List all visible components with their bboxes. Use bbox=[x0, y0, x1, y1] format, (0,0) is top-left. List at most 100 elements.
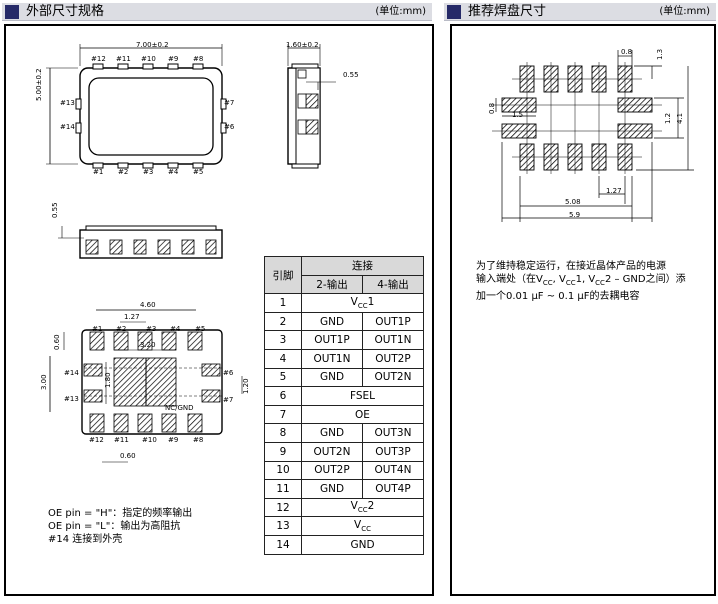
dim-gap: 0.55 bbox=[343, 71, 359, 79]
dim-inner: 3.20 bbox=[140, 341, 156, 349]
land-dim-0-8-v: 0.8 bbox=[488, 102, 496, 114]
two-output-cell: OUT2N bbox=[301, 441, 363, 462]
land-pattern-panel bbox=[450, 24, 716, 596]
top-view-package bbox=[46, 44, 227, 169]
pin-label: #10 bbox=[141, 55, 156, 63]
pin-label: #3 bbox=[143, 168, 154, 176]
front-view-package bbox=[58, 225, 223, 259]
connection-text: GND bbox=[350, 538, 375, 551]
left-section-header: 外部尺寸规格 (单位:mm) bbox=[2, 3, 432, 21]
pin-number-cell: 1 bbox=[264, 293, 302, 313]
pin-label: #6 bbox=[224, 123, 235, 131]
pin-label: #13 bbox=[64, 395, 79, 403]
connection-text: V bbox=[350, 500, 358, 513]
land-dim-1-2: 1.2 bbox=[664, 112, 672, 124]
cap-note-line2: 输入端处（在VCC, VCC1, VCC2 – GND之间）添 bbox=[476, 273, 686, 290]
pin-label: #11 bbox=[114, 436, 129, 444]
pin-label: #8 bbox=[193, 436, 204, 444]
four-output-cell: OUT4P bbox=[362, 479, 424, 499]
land-dim-0-8: 0.8 bbox=[621, 48, 633, 56]
pin-label: #1 bbox=[92, 325, 103, 333]
cap-note-seg: 2 – GND之间）添 bbox=[604, 274, 686, 285]
pin-number-cell: 7 bbox=[264, 404, 302, 425]
connection-cell: OE bbox=[301, 404, 424, 425]
cap-note-line1: 为了维持稳定运行，在接近晶体产品的电源 bbox=[476, 261, 666, 272]
dim-pad-h: 0.55 bbox=[51, 202, 59, 218]
note-oe-high: OE pin = "H"：指定的频率输出 bbox=[48, 508, 193, 519]
land-dim-1-5: 1.5 bbox=[512, 111, 524, 119]
pin-label: #5 bbox=[195, 325, 206, 333]
oe-notes: OE pin = "H"：指定的频率输出 OE pin = "L"：输出为高阻抗… bbox=[48, 507, 192, 546]
pin-label: #1 bbox=[93, 168, 104, 176]
pin-label: #9 bbox=[168, 55, 179, 63]
four-output-cell: OUT4N bbox=[362, 460, 424, 481]
left-header-title: 外部尺寸规格 bbox=[26, 4, 105, 19]
connection-text: FSEL bbox=[349, 389, 375, 402]
outline-drawings bbox=[46, 44, 336, 463]
pin-number-cell: 4 bbox=[264, 348, 302, 369]
dim-height: 5.00±0.2 bbox=[35, 68, 43, 101]
cap-note-seg: , V bbox=[552, 274, 566, 285]
dim-right-gap: 1.20 bbox=[242, 378, 250, 394]
two-output-cell: OUT2P bbox=[301, 460, 363, 481]
pin-label: #11 bbox=[116, 55, 131, 63]
cap-note-sub: CC bbox=[542, 279, 553, 287]
connection-cell: GND bbox=[301, 534, 424, 555]
connection-suffix: 1 bbox=[367, 295, 375, 308]
note-oe-low: OE pin = "L"：输出为高阻抗 bbox=[48, 521, 181, 532]
dim-pitch-total: 4.60 bbox=[140, 301, 156, 309]
four-output-cell: OUT3N bbox=[362, 423, 424, 443]
connection-text: V bbox=[354, 519, 362, 532]
dim-thickness: 1.60±0.2 bbox=[286, 41, 319, 49]
header-square-icon bbox=[5, 5, 19, 19]
pin-number-cell: 10 bbox=[264, 460, 302, 481]
cap-note-sub: CC bbox=[595, 279, 605, 287]
connection-suffix: 2 bbox=[367, 500, 375, 513]
land-dim-5-08: 5.08 bbox=[565, 198, 581, 206]
dim-center-h: 1.80 bbox=[104, 372, 112, 388]
dim-top-pad: 0.60 bbox=[53, 334, 61, 350]
note-pin14: #14 连接到外壳 bbox=[48, 534, 123, 545]
table-header-4out: 4-输出 bbox=[362, 274, 424, 295]
pin-number-cell: 3 bbox=[264, 330, 302, 350]
four-output-cell: OUT3P bbox=[362, 441, 424, 462]
dim-pitch: 1.27 bbox=[124, 313, 140, 321]
pin-number-cell: 14 bbox=[264, 534, 302, 555]
land-dim-1-3: 1.3 bbox=[656, 48, 664, 60]
pin-number-cell: 8 bbox=[264, 423, 302, 443]
pin-label: #10 bbox=[142, 436, 157, 444]
right-header-title: 推荐焊盘尺寸 bbox=[468, 4, 547, 19]
two-output-cell: OUT1N bbox=[301, 348, 363, 369]
pin-number-cell: 12 bbox=[264, 497, 302, 518]
four-output-cell: OUT2N bbox=[362, 367, 424, 388]
pin-label: #13 bbox=[60, 99, 75, 107]
pin-label: #4 bbox=[168, 168, 179, 176]
pin-label: #7 bbox=[223, 396, 234, 404]
two-output-cell: OUT1P bbox=[301, 330, 363, 350]
side-view-package bbox=[287, 44, 336, 169]
pin-label: #8 bbox=[193, 55, 204, 63]
cap-note-sub: CC bbox=[565, 279, 576, 287]
connection-subscript: CC bbox=[361, 525, 371, 534]
table-row: 14 GND bbox=[264, 534, 424, 555]
connection-cell: VCC2 bbox=[301, 497, 424, 518]
pin-label: #2 bbox=[118, 168, 129, 176]
two-output-cell: GND bbox=[301, 367, 363, 388]
pin-label: #12 bbox=[91, 55, 106, 63]
pin-label: #12 bbox=[89, 436, 104, 444]
land-dim-1-27: 1.27 bbox=[606, 187, 622, 195]
two-output-cell: GND bbox=[301, 311, 363, 332]
connection-cell: VCC1 bbox=[301, 293, 424, 313]
cap-note-seg: 输入端处（在V bbox=[476, 274, 543, 285]
pin-label: #9 bbox=[168, 436, 179, 444]
two-output-cell: GND bbox=[301, 479, 363, 499]
